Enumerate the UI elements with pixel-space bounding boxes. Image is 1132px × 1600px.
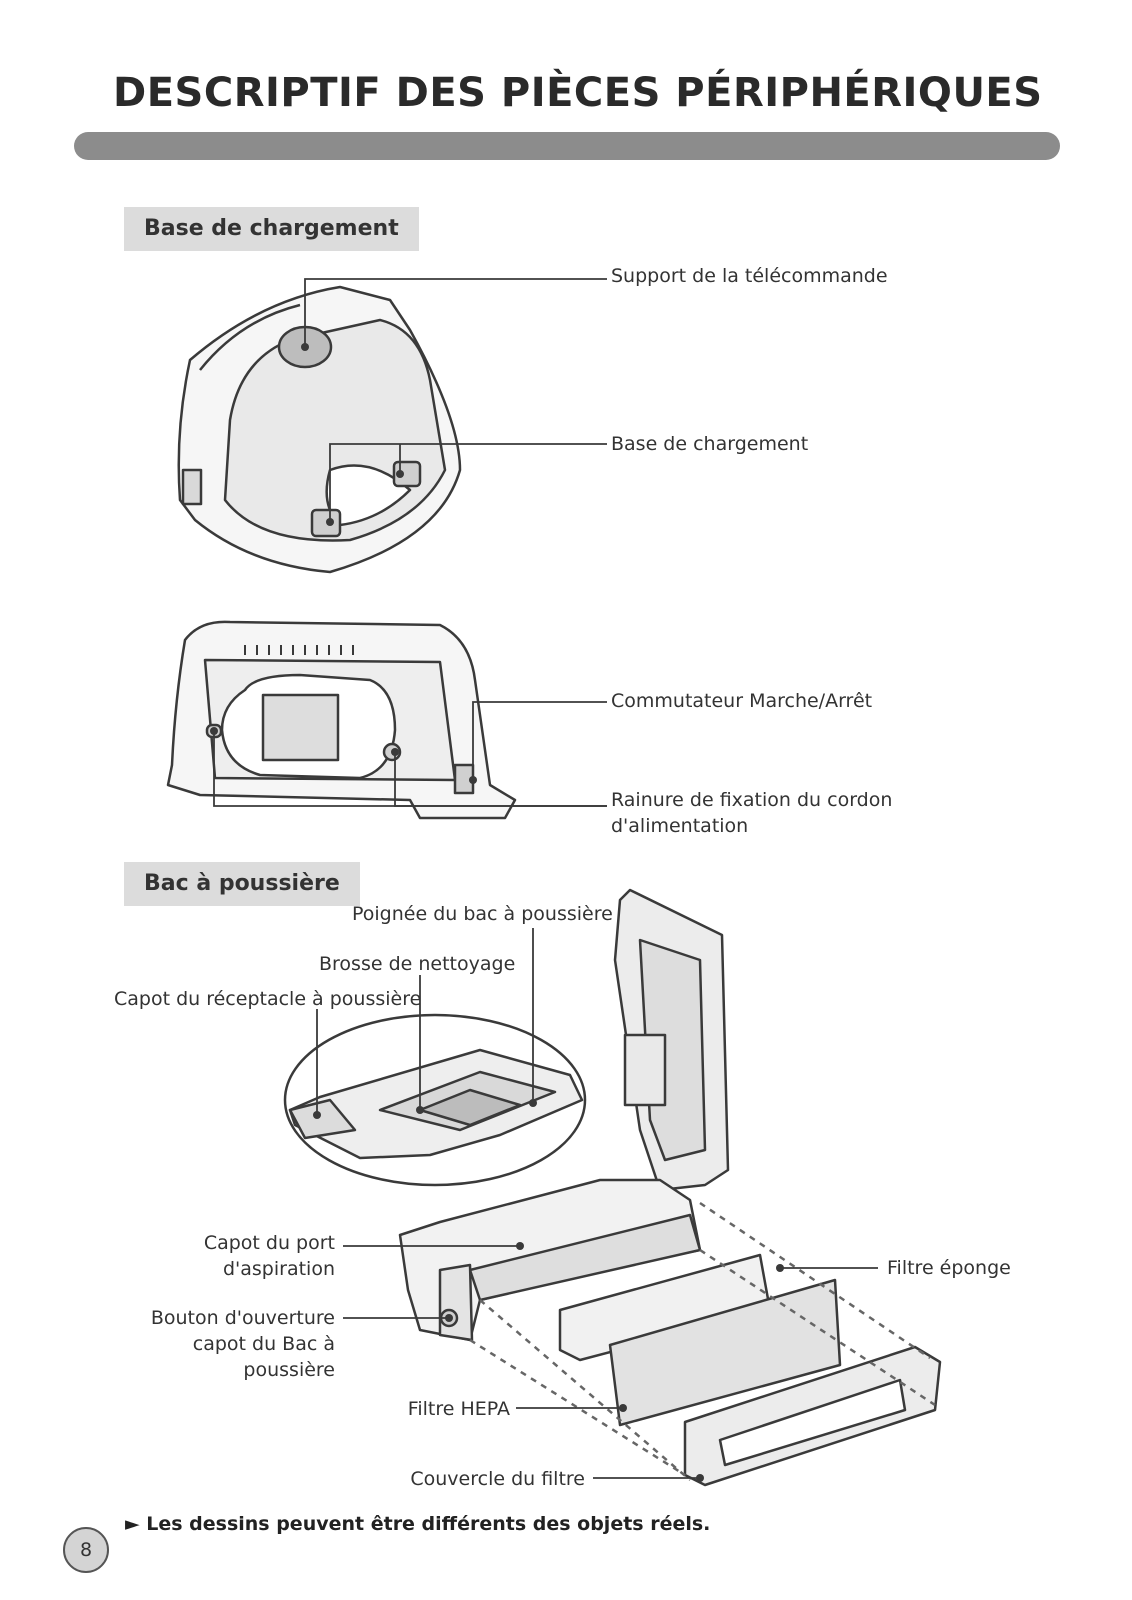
label-filter-cover: Couvercle du filtre [410, 1468, 585, 1490]
label-suction-port-line2: d'aspiration [222, 1258, 335, 1280]
page-number-badge: 8 [63, 1527, 109, 1573]
label-open-button-line3: poussière [243, 1359, 335, 1381]
label-sponge-filter: Filtre éponge [887, 1257, 1011, 1279]
callout-leader-lines [213, 278, 878, 1479]
label-cleaning-brush: Brosse de nettoyage [319, 953, 516, 975]
label-open-button-line1: Bouton d'ouverture [150, 1307, 335, 1329]
charging-base-front-illustration [177, 285, 462, 574]
dust-bin-zoom-illustration [283, 1013, 587, 1187]
label-cord-groove-line2: d'alimentation [611, 815, 749, 837]
label-open-button-line2: capot du Bac à [192, 1333, 335, 1355]
disclaimer-note: ► Les dessins peuvent être différents de… [125, 1513, 711, 1535]
label-hepa-filter: Filtre HEPA [407, 1398, 510, 1420]
section-heading-charging-base: Base de chargement [124, 207, 419, 251]
label-dustbin-handle: Poignée du bac à poussière [352, 903, 613, 925]
charging-base-rear-illustration [166, 620, 517, 820]
title-divider-bar [74, 132, 1060, 160]
label-power-switch: Commutateur Marche/Arrêt [611, 690, 873, 712]
label-suction-port-line1: Capot du port [203, 1232, 335, 1254]
page-title: DESCRIPTIF DES PIÈCES PÉRIPHÉRIQUES [113, 70, 1043, 116]
callout-endpoint-dots [210, 343, 784, 1482]
label-remote-holder: Support de la télécommande [611, 265, 888, 287]
label-cord-groove-line1: Rainure de fixation du cordon [611, 789, 893, 811]
label-receptacle-cover: Capot du réceptacle à poussière [114, 988, 422, 1010]
dust-bin-exploded-illustration [398, 888, 942, 1487]
label-charging-base: Base de chargement [611, 433, 809, 455]
section-heading-dust-bin: Bac à poussière [124, 862, 360, 906]
